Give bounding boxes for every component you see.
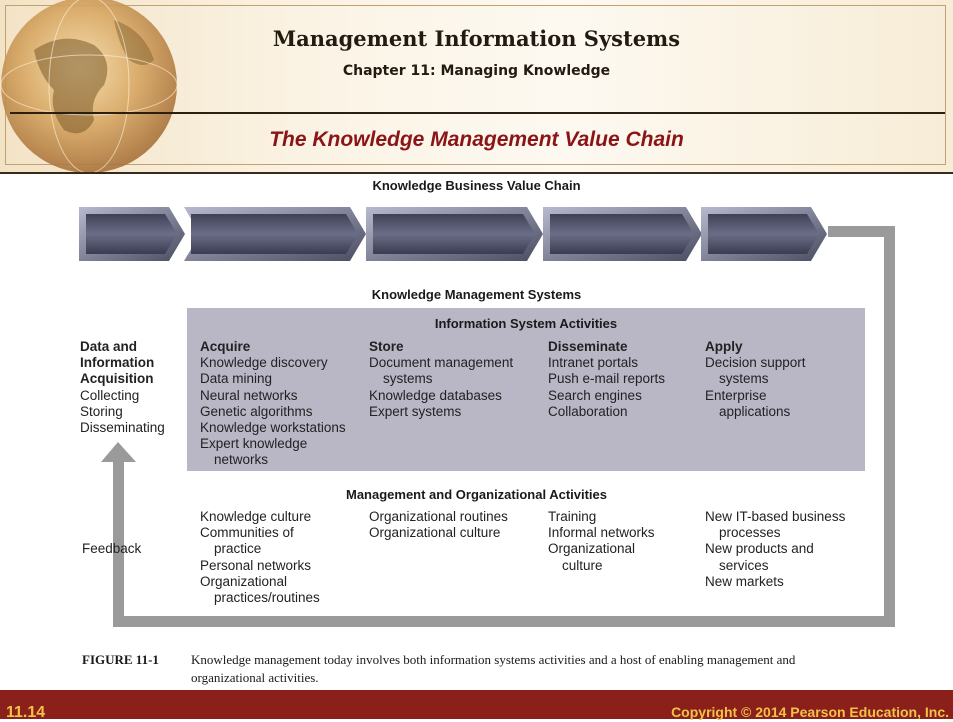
- stage-disseminate: Disseminate Intranet portals Push e-mail…: [548, 339, 665, 420]
- feedback-loop-bottom: [113, 616, 895, 627]
- stage-title: Apply: [705, 339, 743, 354]
- mgmt-item: New IT-based business: [705, 509, 846, 524]
- data-acquisition-line: Information: [80, 355, 155, 371]
- is-item: Knowledge databases: [369, 387, 502, 403]
- data-acquisition-block: Data and Information Acquisition Collect…: [80, 339, 165, 436]
- is-item: Search engines: [548, 387, 642, 403]
- mgmt-item: Informal networks: [548, 525, 655, 541]
- is-item: Expert systems: [369, 403, 462, 419]
- stage-apply: Apply Decision support systems Enterpris…: [705, 339, 806, 420]
- slide-header: Management Information Systems Chapter 1…: [0, 0, 953, 174]
- data-acquisition-item: Collecting: [80, 387, 140, 403]
- stage-title: Disseminate: [548, 339, 628, 354]
- data-acquisition-line: Data and: [80, 339, 138, 354]
- data-acquisition-line: Acquisition: [80, 371, 154, 387]
- mgmt-item: New markets: [705, 573, 784, 589]
- feedback-loop-left: [113, 460, 124, 627]
- kms-title: Knowledge Management Systems: [371, 287, 582, 302]
- mgmt-item: Organizational culture: [369, 525, 501, 541]
- value-chain-title: Knowledge Business Value Chain: [372, 178, 581, 193]
- stage-title: Store: [369, 339, 404, 354]
- slide-footer: [0, 690, 953, 719]
- chevron-3: [366, 207, 543, 261]
- mgmt-item: Knowledge culture: [200, 509, 312, 524]
- mgmt-item: Organizational: [200, 573, 288, 589]
- is-item: Intranet portals: [548, 355, 639, 371]
- is-item: systems: [719, 371, 769, 387]
- mgmt-column-acquire: Knowledge culture Communities of practic…: [200, 509, 320, 606]
- mgmt-item: Personal networks: [200, 557, 312, 573]
- mgmt-item: services: [719, 557, 769, 573]
- feedback-arrow-head: [101, 442, 136, 462]
- slide-title: The Knowledge Management Value Chain: [269, 128, 684, 151]
- course-title: Management Information Systems: [272, 26, 681, 51]
- is-item: systems: [383, 371, 433, 387]
- is-activities-title: Information System Activities: [434, 316, 618, 331]
- is-item: Document management: [369, 355, 514, 371]
- is-item: Push e-mail reports: [548, 371, 666, 387]
- globe-icon: [0, 0, 178, 172]
- mgmt-item: Communities of: [200, 525, 294, 541]
- mgmt-item: practice: [214, 541, 262, 557]
- is-item: Enterprise: [705, 387, 767, 403]
- mgmt-activities-title: Management and Organizational Activities: [345, 487, 607, 502]
- is-item: Neural networks: [200, 387, 298, 403]
- stage-store: Store Document management systems Knowle…: [369, 339, 513, 420]
- is-item: Knowledge discovery: [200, 355, 328, 371]
- chevron-2: [184, 207, 366, 261]
- is-item: Knowledge workstations: [200, 420, 346, 436]
- mgmt-item: Organizational routines: [369, 509, 508, 524]
- is-item: Genetic algorithms: [200, 403, 313, 419]
- stage-acquire: Acquire Knowledge discovery Data mining …: [200, 339, 346, 469]
- chevron-5: [701, 207, 827, 261]
- mgmt-item: practices/routines: [214, 590, 320, 606]
- mgmt-column-apply: New IT-based business processes New prod…: [705, 509, 845, 590]
- mgmt-column-store: Organizational routines Organizational c…: [369, 509, 508, 541]
- is-item: applications: [719, 403, 791, 419]
- is-item: Decision support: [705, 355, 806, 371]
- mgmt-item: culture: [562, 557, 603, 573]
- header-divider: [10, 112, 945, 114]
- mgmt-item: Training: [548, 509, 597, 524]
- is-item: networks: [214, 452, 269, 468]
- data-acquisition-item: Disseminating: [80, 420, 165, 436]
- data-acquisition-item: Storing: [80, 403, 123, 419]
- feedback-label: Feedback: [82, 541, 142, 556]
- mgmt-item: processes: [719, 525, 781, 541]
- chevron-4: [543, 207, 702, 261]
- feedback-loop-top: [828, 226, 895, 237]
- feedback-loop-right: [884, 226, 895, 627]
- stage-title: Acquire: [200, 339, 251, 354]
- page-number: 11.14: [6, 704, 46, 721]
- figure-label: FIGURE 11-1: [82, 652, 159, 667]
- is-item: Data mining: [200, 371, 273, 387]
- mgmt-item: Organizational: [548, 541, 636, 557]
- mgmt-item: New products and: [705, 541, 814, 557]
- is-item: Collaboration: [548, 403, 628, 419]
- is-item: Expert knowledge: [200, 436, 308, 452]
- copyright-notice: Copyright © 2014 Pearson Education, Inc.: [671, 704, 949, 720]
- is-activities-box: [187, 308, 865, 471]
- figure-caption: Knowledge management today involves both…: [191, 652, 796, 685]
- chapter-title: Chapter 11: Managing Knowledge: [342, 63, 611, 79]
- mgmt-column-disseminate: Training Informal networks Organizationa…: [548, 509, 655, 574]
- chevron-1: [79, 207, 185, 261]
